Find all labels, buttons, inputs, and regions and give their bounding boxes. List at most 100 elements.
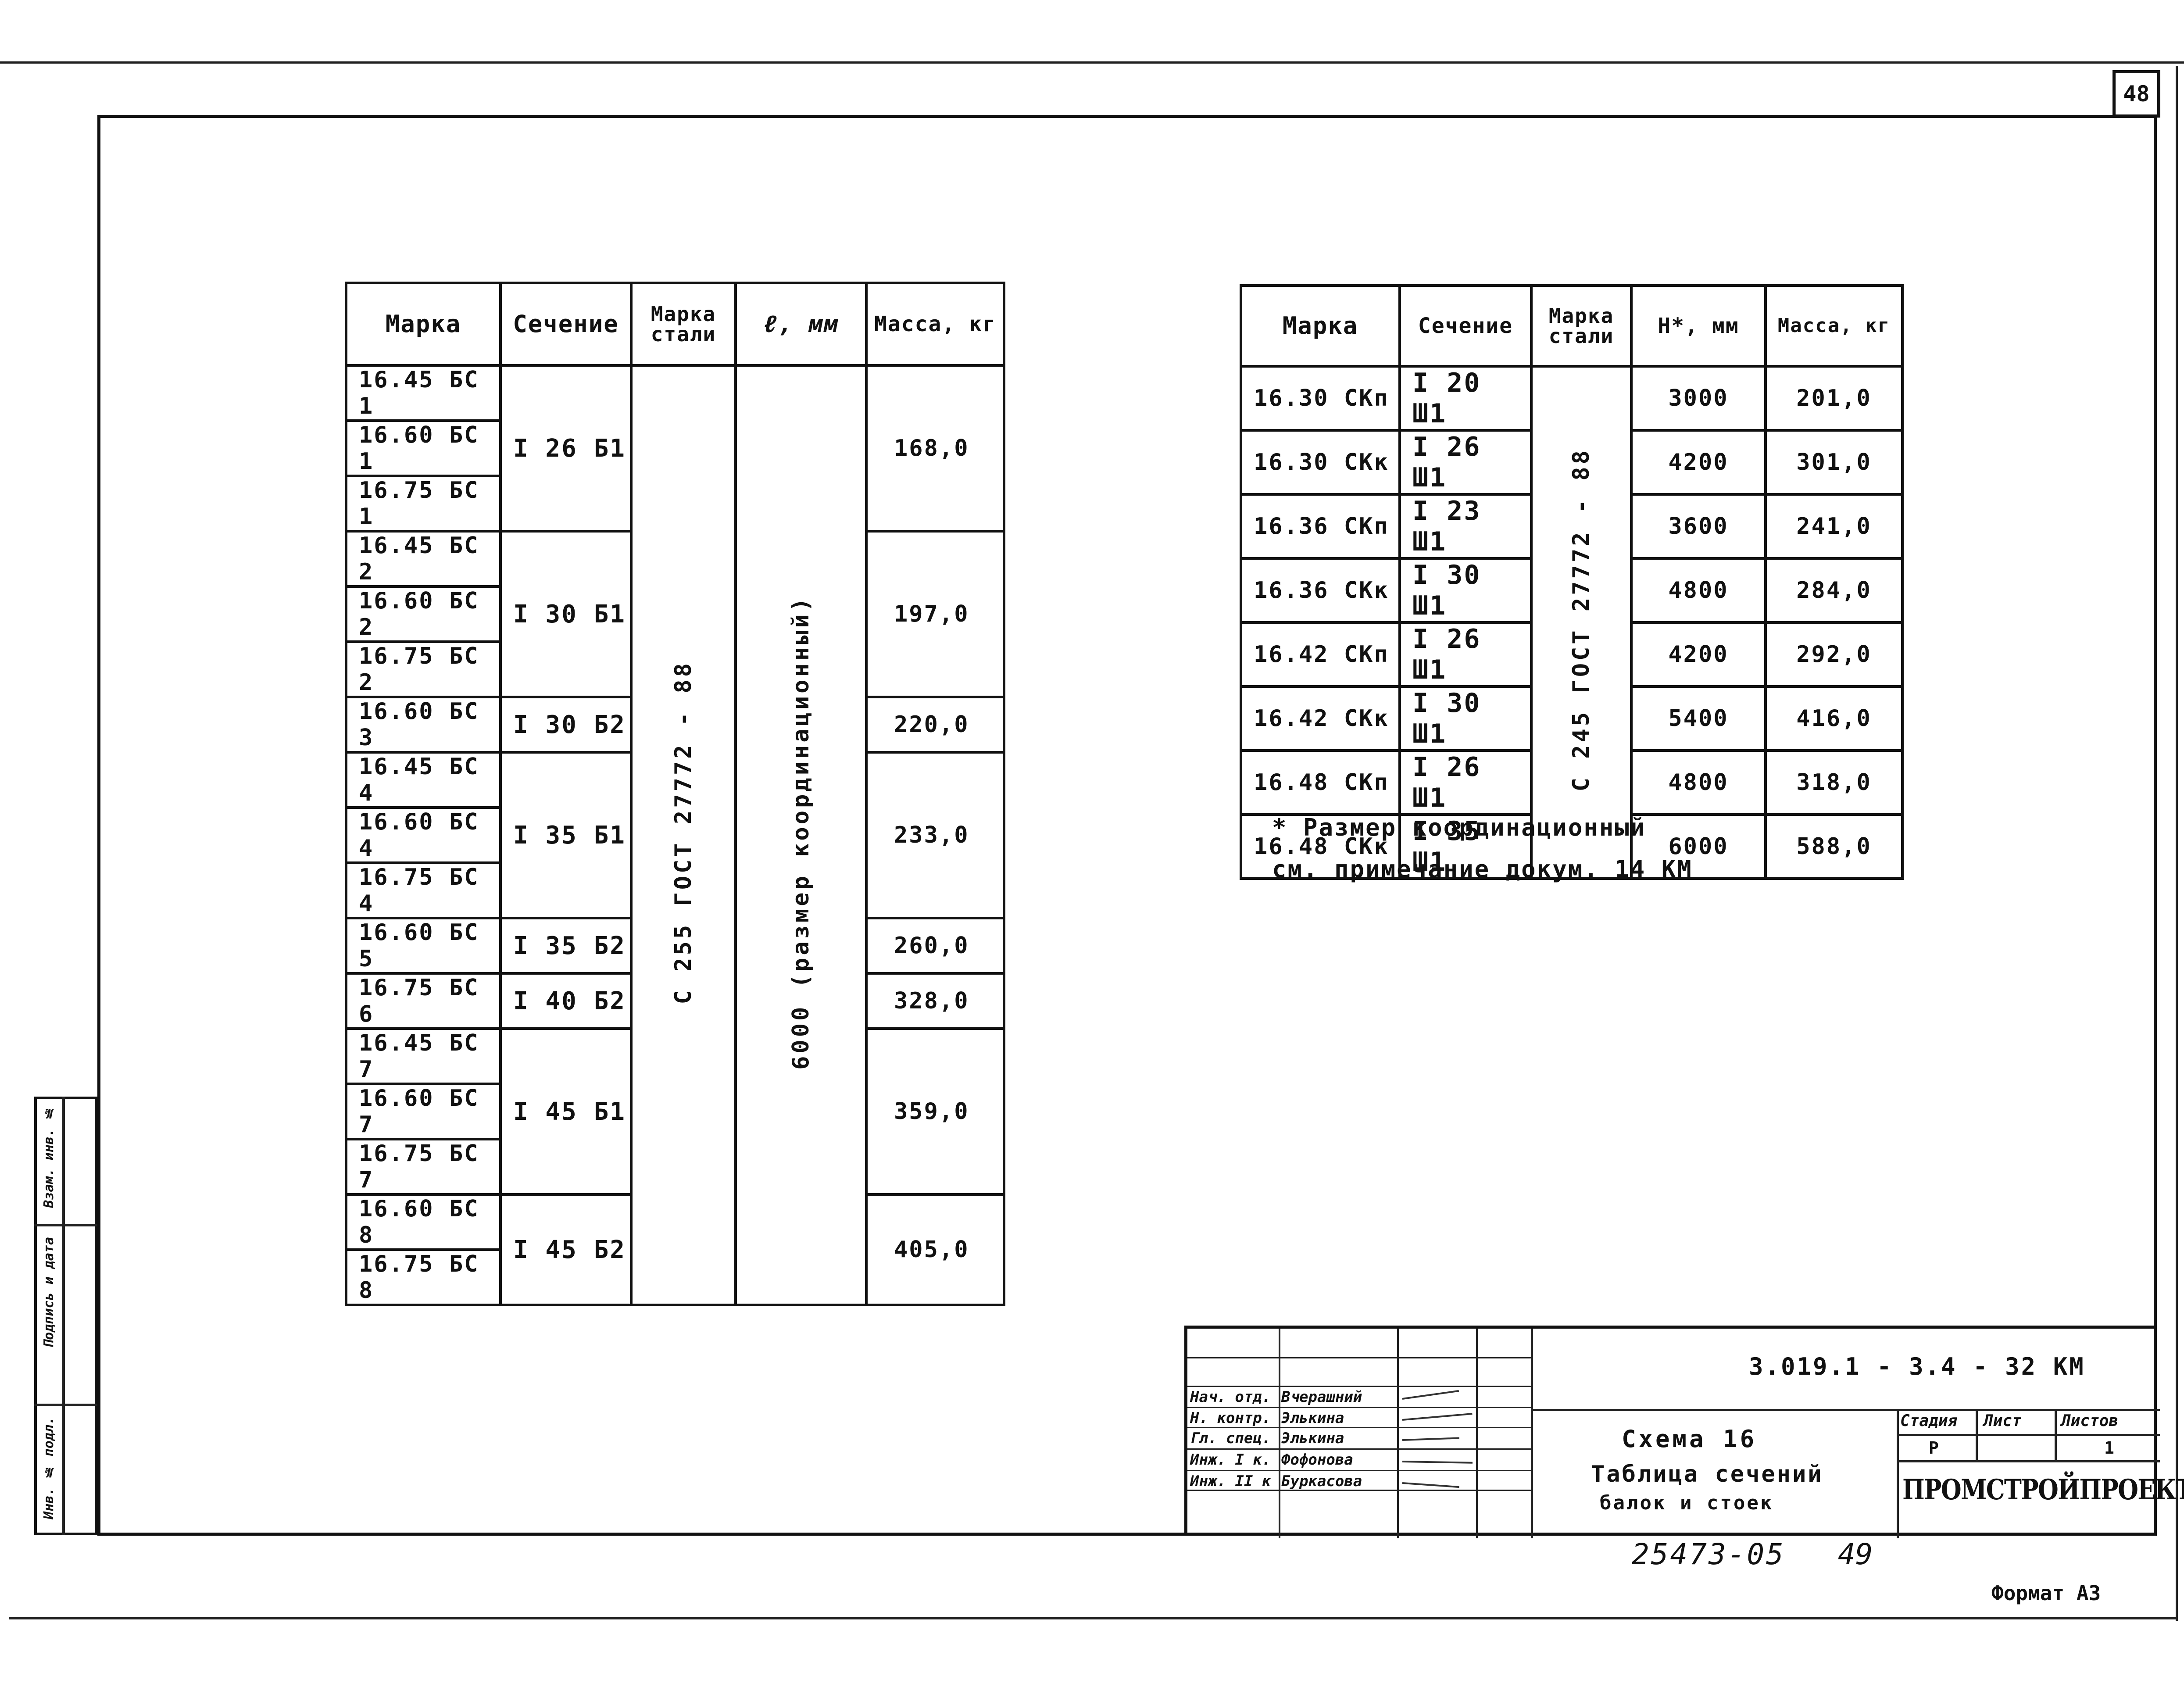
mark-cell: 16.42 СКп: [1240, 621, 1401, 688]
mass-cell: 284,0: [1764, 557, 1904, 624]
person-name: Буркасова: [1281, 1473, 1362, 1490]
signature-mark: [1402, 1390, 1459, 1400]
length-text: 6000 (размер координационный): [788, 595, 814, 1070]
header-section: Сечение: [1398, 284, 1533, 368]
stage-value: Р: [1929, 1438, 1939, 1458]
table-row: 16.75 БС 2: [345, 640, 1004, 698]
mass-cell: 220,0: [865, 696, 1005, 754]
mark-cell: 16.30 СКп: [1240, 365, 1401, 432]
section-cell: I 26 Ш1: [1398, 749, 1533, 816]
archive-page: 49: [1838, 1537, 1873, 1571]
person-name: Вчерашний: [1281, 1388, 1362, 1406]
height-cell: 4200: [1630, 621, 1767, 688]
table-row: 16.75 БС 7: [345, 1138, 1004, 1196]
sheets-value: 1: [2104, 1438, 2114, 1458]
table-row: 16.60 БС 7: [345, 1083, 1004, 1140]
height-cell: 4800: [1630, 749, 1767, 816]
mark-cell: 16.30 СКк: [1240, 429, 1401, 496]
side-field-replace: Взам. инв. №: [41, 1105, 57, 1208]
header-section: Сечение: [499, 282, 633, 367]
mark-cell: 16.75 БС 8: [345, 1248, 502, 1306]
mark-cell: 16.48 СКп: [1240, 749, 1401, 816]
mass-cell: 328,0: [865, 972, 1005, 1030]
mark-cell: 16.75 БС 1: [345, 475, 502, 533]
header-height: H*, мм: [1630, 284, 1767, 368]
role-label: Инж. I к.: [1190, 1451, 1271, 1469]
section-cell: I 26 Ш1: [1398, 429, 1533, 496]
mass-cell: 292,0: [1764, 621, 1904, 688]
mark-cell: 16.60 БС 7: [345, 1083, 502, 1140]
organization-name: ПРОМСТРОЙПРОЕКТ: [1902, 1473, 2184, 1506]
height-cell: 3600: [1630, 493, 1767, 560]
mark-cell: 16.45 БС 2: [345, 530, 502, 588]
bottom-rule: [9, 1617, 2176, 1619]
right-rule: [2176, 66, 2178, 1621]
steel-grade-cell: С 255 ГОСТ 27772 - 88: [630, 364, 737, 1306]
section-cell: I 30 Б1: [499, 530, 633, 698]
columns-table: Марка Сечение Марка стали H*, мм Масса, …: [1240, 284, 1904, 880]
side-field-signature: Подпись и дата: [41, 1237, 57, 1348]
mass-cell: 588,0: [1764, 813, 1904, 880]
paper-format: Формат А3: [1991, 1581, 2101, 1605]
mass-cell: 416,0: [1764, 685, 1904, 752]
person-name: Элькина: [1281, 1430, 1344, 1447]
section-cell: I 35 Ш1: [1398, 813, 1533, 880]
section-cell: I 20 Ш1: [1398, 365, 1533, 432]
mass-cell: 405,0: [865, 1193, 1005, 1306]
mark-cell: 16.75 БС 2: [345, 640, 502, 698]
steel-grade-text: С 255 ГОСТ 27772 - 88: [670, 660, 697, 1004]
mark-cell: 16.60 БС 5: [345, 917, 502, 975]
header-steel: Марка стали: [1530, 284, 1633, 368]
section-cell: I 26 Ш1: [1398, 621, 1533, 688]
header-steel: Марка стали: [630, 282, 737, 367]
mass-cell: 241,0: [1764, 493, 1904, 560]
mark-cell: 16.75 БС 6: [345, 972, 502, 1030]
signature-mark: [1402, 1437, 1459, 1441]
sheet-number: 48: [2113, 70, 2160, 118]
side-field-inventory: Инв. № подл.: [41, 1417, 57, 1519]
section-cell: I 30 Ш1: [1398, 685, 1533, 752]
mark-cell: 16.60 БС 3: [345, 696, 502, 754]
section-cell: I 26 Б1: [499, 364, 633, 533]
section-cell: I 30 Ш1: [1398, 557, 1533, 624]
mass-cell: 168,0: [865, 364, 1005, 533]
drawing-title-2: Таблица сечений: [1591, 1461, 1823, 1487]
beams-table: Марка Сечение Марка стали ℓ, мм Масса, к…: [345, 282, 1005, 1306]
mass-cell: 301,0: [1764, 429, 1904, 496]
signature-mark: [1402, 1413, 1473, 1421]
header-length: ℓ, мм: [734, 282, 868, 367]
section-cell: I 45 Б1: [499, 1027, 633, 1196]
height-cell: 6000: [1630, 813, 1767, 880]
steel-grade-text: С 245 ГОСТ 27772 - 88: [1568, 447, 1594, 792]
section-cell: I 30 Б2: [499, 696, 633, 754]
person-name: Фофонова: [1281, 1451, 1353, 1469]
mark-cell: 16.75 БС 4: [345, 861, 502, 919]
role-label: Инж. II к: [1190, 1473, 1271, 1490]
role-label: Нач. отд.: [1190, 1388, 1271, 1406]
length-cell: 6000 (размер координационный): [734, 364, 868, 1306]
section-cell: I 45 Б2: [499, 1193, 633, 1306]
mass-cell: 201,0: [1764, 365, 1904, 432]
sheet-label: Лист: [1984, 1412, 2022, 1430]
side-stamp: Взам. инв. № Подпись и дата Инв. № подл.: [34, 1097, 97, 1535]
mark-cell: 16.60 БС 2: [345, 585, 502, 643]
mass-cell: 359,0: [865, 1027, 1005, 1196]
top-rule: [0, 61, 2184, 64]
drawing-title-1: Схема 16: [1622, 1425, 1757, 1453]
mark-cell: 16.48 СКк: [1240, 813, 1401, 880]
mark-cell: 16.45 БС 4: [345, 751, 502, 809]
